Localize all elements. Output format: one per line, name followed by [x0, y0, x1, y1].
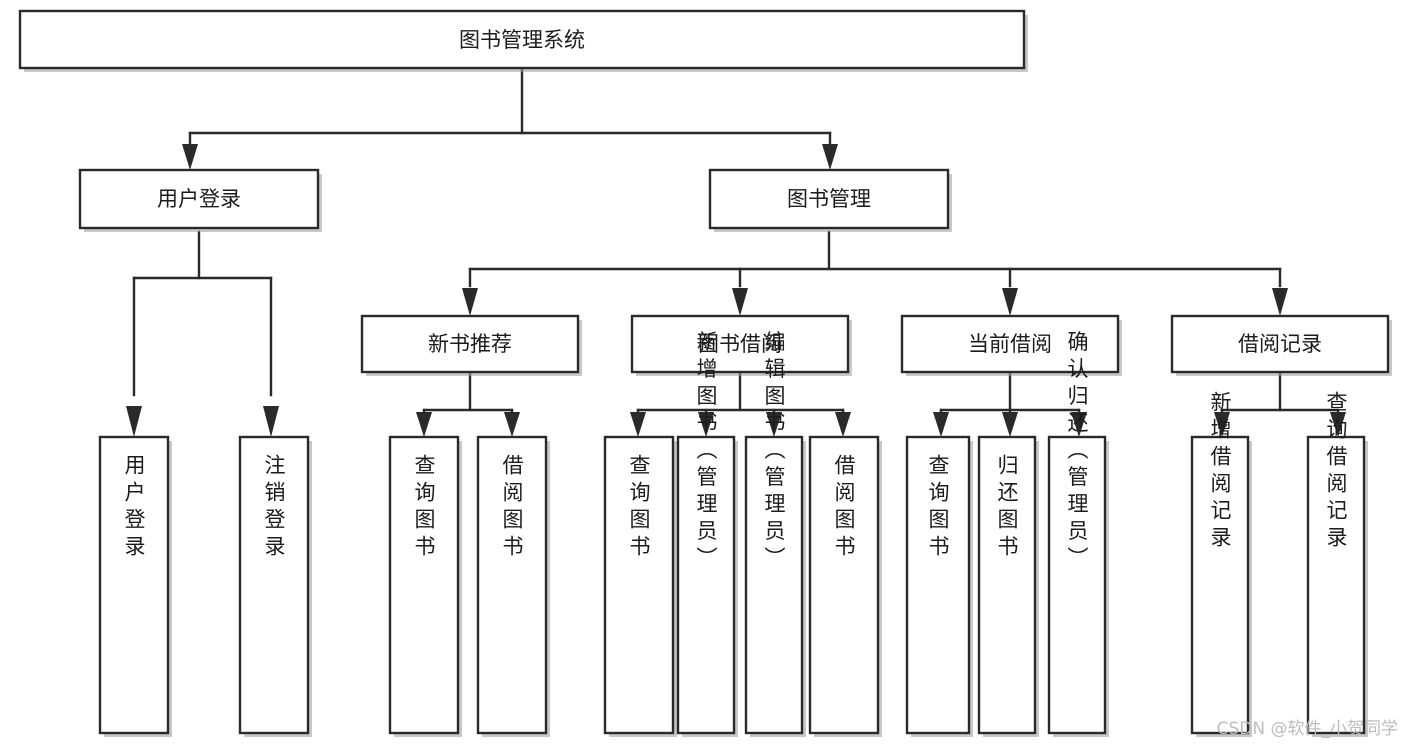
- node-user-login[interactable]: 用户登录: [78, 168, 322, 232]
- leaf-borrow-book-2-label: 借阅图书: [832, 454, 856, 562]
- leaf-query-book-2-label: 查询图书: [627, 454, 651, 562]
- arrow-leaf-query-record: [1330, 412, 1346, 437]
- node-new-book-recommend-label: 新书推荐: [428, 332, 512, 356]
- leaf-query-book-3[interactable]: 查询图书: [905, 435, 973, 737]
- node-current-borrow[interactable]: 当前借阅: [900, 314, 1122, 376]
- leaf-user-logout-box[interactable]: [238, 435, 310, 735]
- node-root-box[interactable]: [18, 9, 1026, 70]
- leaf-borrow-book-2[interactable]: 借阅图书: [808, 435, 882, 737]
- arrow-leaf-user-login: [126, 406, 142, 437]
- leaf-query-book-1-label: 查询图书: [412, 454, 436, 562]
- leaf-add-book-label: 新增图书（管理员）: [694, 331, 718, 574]
- leaf-query-book-2[interactable]: 查询图书: [603, 435, 677, 737]
- leaf-add-record[interactable]: 新增借阅记录: [1190, 391, 1252, 737]
- arrow-leaf-query-book-2: [630, 412, 646, 437]
- node-user-login-box[interactable]: [78, 168, 320, 230]
- arrow-new-book-recommend: [462, 288, 478, 316]
- leaf-confirm-return[interactable]: 确认归还（管理员）: [1047, 331, 1109, 738]
- leaf-user-login-box[interactable]: [98, 435, 170, 735]
- leaf-return-book[interactable]: 归还图书: [977, 435, 1039, 737]
- arrow-leaf-return-book: [1002, 412, 1018, 437]
- node-user-login-label: 用户登录: [157, 187, 241, 211]
- node-book-manage-label: 图书管理: [787, 187, 871, 211]
- node-borrow-record-label: 借阅记录: [1238, 332, 1322, 356]
- node-new-book-recommend[interactable]: 新书推荐: [360, 314, 582, 376]
- arrow-book-manage: [822, 144, 838, 170]
- leaf-add-record-label: 新增借阅记录: [1208, 391, 1232, 553]
- leaf-add-book[interactable]: 新增图书（管理员）: [676, 331, 738, 738]
- leaf-query-book-3-box[interactable]: [905, 435, 971, 735]
- arrow-leaf-confirm-return: [1071, 412, 1087, 437]
- node-book-borrow-box[interactable]: [630, 314, 850, 374]
- leaf-query-record-box[interactable]: [1306, 435, 1366, 735]
- leaf-user-logout[interactable]: 注销登录: [238, 435, 312, 737]
- leaf-add-record-box[interactable]: [1190, 435, 1250, 735]
- leaf-query-record-label: 查询借阅记录: [1324, 391, 1348, 553]
- csdn-watermark: CSDN @软件_小贺同学: [1217, 719, 1398, 739]
- node-current-borrow-label: 当前借阅: [968, 332, 1052, 356]
- leaf-query-book-1-box[interactable]: [388, 435, 460, 735]
- leaf-user-logout-label: 注销登录: [262, 454, 286, 562]
- arrow-user-login: [182, 144, 198, 170]
- arrow-leaf-add-record: [1214, 412, 1230, 437]
- leaf-edit-book-box[interactable]: [744, 435, 804, 735]
- leaf-confirm-return-label: 确认归还（管理员）: [1065, 331, 1089, 574]
- arrow-borrow-record: [1272, 288, 1288, 316]
- node-root[interactable]: 图书管理系统: [18, 9, 1028, 72]
- leaf-query-book-1[interactable]: 查询图书: [388, 435, 462, 737]
- node-book-manage[interactable]: 图书管理: [708, 168, 952, 232]
- leaf-user-login-label: 用户登录: [122, 454, 146, 562]
- arrow-current-borrow: [1002, 288, 1018, 316]
- connector-layer: [126, 66, 1346, 437]
- leaf-return-book-label: 归还图书: [995, 454, 1019, 562]
- arrow-leaf-borrow-book-2: [835, 412, 851, 437]
- node-book-borrow[interactable]: 图书借阅: [630, 314, 852, 376]
- leaf-query-book-2-box[interactable]: [603, 435, 675, 735]
- leaf-query-book-3-label: 查询图书: [926, 454, 950, 562]
- arrow-book-borrow: [732, 288, 748, 316]
- leaf-edit-book[interactable]: 编辑图书（管理员）: [744, 331, 806, 738]
- leaf-add-book-box[interactable]: [676, 435, 736, 735]
- node-current-borrow-box[interactable]: [900, 314, 1120, 374]
- leaf-query-record[interactable]: 查询借阅记录: [1306, 391, 1368, 737]
- leaf-confirm-return-box[interactable]: [1047, 435, 1107, 735]
- node-root-label: 图书管理系统: [459, 28, 585, 52]
- arrow-leaf-user-logout: [263, 406, 279, 437]
- leaf-borrow-book-1-label: 借阅图书: [500, 454, 524, 562]
- node-book-manage-box[interactable]: [708, 168, 950, 230]
- node-book-borrow-label: 图书借阅: [698, 332, 782, 356]
- arrow-leaf-add-book: [698, 412, 714, 437]
- node-borrow-record[interactable]: 借阅记录: [1170, 314, 1392, 376]
- leaf-borrow-book-1[interactable]: 借阅图书: [476, 435, 550, 737]
- node-new-book-recommend-box[interactable]: [360, 314, 580, 374]
- node-borrow-record-box[interactable]: [1170, 314, 1390, 374]
- leaf-return-book-box[interactable]: [977, 435, 1037, 735]
- arrow-leaf-query-book-3: [933, 412, 949, 437]
- leaf-edit-book-label: 编辑图书（管理员）: [762, 331, 786, 574]
- arrow-leaf-edit-book: [766, 412, 782, 437]
- leaf-borrow-book-1-box[interactable]: [476, 435, 548, 735]
- arrow-leaf-borrow-book-1: [504, 412, 520, 437]
- leaf-borrow-book-2-box[interactable]: [808, 435, 880, 735]
- leaf-user-login[interactable]: 用户登录: [98, 435, 172, 737]
- arrow-leaf-query-book-1: [416, 412, 432, 437]
